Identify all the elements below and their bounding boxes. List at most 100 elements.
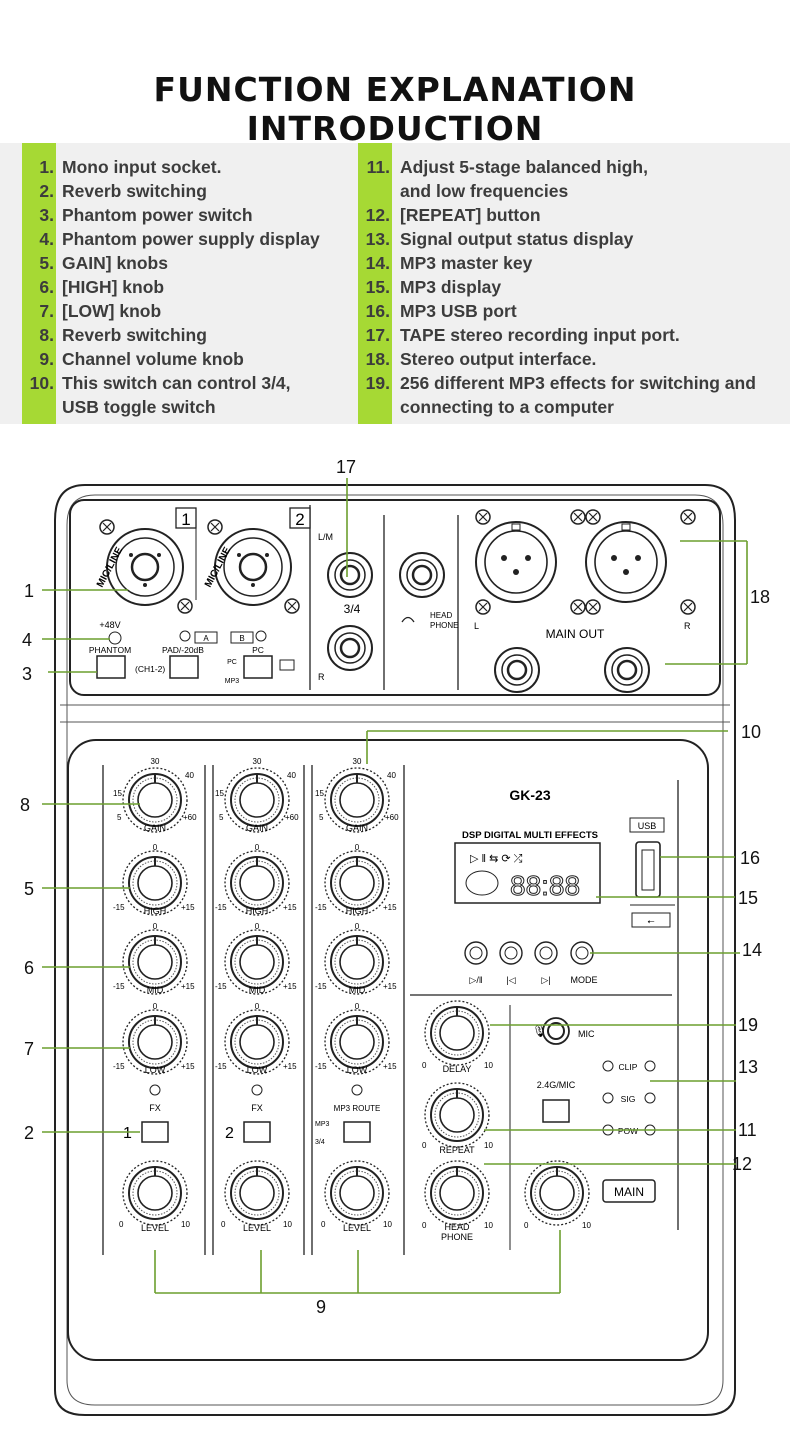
svg-text:3: 3 [22,664,32,684]
svg-text:14: 14 [742,940,762,960]
mp3-label: MP3 [315,1121,330,1128]
svg-text:(CH1-2): (CH1-2) [135,664,165,674]
scale-label: -15 [113,903,125,912]
scale-label: 15 [315,789,324,798]
legend-number-strip [22,143,56,424]
legend-number: 4. [39,229,54,249]
page-title: FUNCTION EXPLANATION INTRODUCTION [153,70,637,148]
scale-label: 0 [153,843,158,852]
knob-label: LEVEL [343,1223,371,1233]
svg-text:17: 17 [336,457,356,477]
knob-label: LOW [247,1065,268,1075]
scale-label: 0 [255,1002,260,1011]
svg-text:5: 5 [24,879,34,899]
pad-switch [169,655,199,679]
scale-label: 0 [355,1002,360,1011]
scale-label: 10 [283,1220,292,1229]
combo-input-ch1 [105,527,185,607]
scale-label: 10 [181,1220,190,1229]
scale-label: 0 [153,1002,158,1011]
legend-text: GAIN] knobs [62,253,168,273]
scale-label: -15 [113,1062,125,1071]
knob-label: HIGH [144,906,167,916]
scale-label: +60 [285,813,299,822]
legend-text: Channel volume knob [62,349,244,369]
scale-label: 5 [319,813,324,822]
scale-label: 10 [383,1220,392,1229]
svg-text:0: 0 [422,1061,427,1070]
legend-text: 256 different MP3 effects for switching … [400,373,756,393]
legend-number: 3. [39,205,54,225]
svg-text:HEAD: HEAD [444,1222,470,1232]
svg-text:MAIN: MAIN [614,1185,644,1199]
svg-text:13: 13 [738,1057,758,1077]
svg-text:+48V: +48V [99,620,120,630]
legend-text: MP3 master key [400,253,533,273]
svg-text:2.4G/MIC: 2.4G/MIC [537,1080,576,1090]
svg-text:🎙: 🎙 [532,1024,547,1038]
fx-label: FX [149,1103,161,1113]
fx-led [149,1084,161,1096]
scale-label: +15 [181,1062,195,1071]
fx-switch-ch2[interactable] [243,1121,271,1143]
svg-text:10: 10 [484,1221,493,1230]
scale-label: 0 [153,922,158,931]
legend-number: 13. [365,229,390,249]
scale-label: -15 [315,982,327,991]
knob-label: LOW [347,1065,368,1075]
svg-text:MIC: MIC [578,1029,595,1039]
headphone-jack [398,551,446,599]
mp3-route-switch[interactable] [343,1121,371,1143]
legend-text: Reverb switching [62,325,207,345]
scale-label: 0 [321,1220,326,1229]
scale-label: -15 [315,1062,327,1071]
svg-text:HEAD: HEAD [430,611,452,620]
main-out-jack-r [603,646,651,694]
svg-text:B: B [239,634,244,643]
svg-text:PHONE: PHONE [430,621,458,630]
scale-label: 0 [255,922,260,931]
legend-left [22,143,342,424]
mixer-diagram: 1 2 MIC/LINE MIC/LINE +48V PHANTOM (CH1-… [20,457,770,1416]
legend-number: 16. [365,301,390,321]
legend-number: 12. [365,205,390,225]
legend-right [358,143,768,424]
legend-text: USB toggle switch [62,397,216,417]
scale-label: -15 [215,903,227,912]
svg-text:DSP DIGITAL MULTI EFFECTS: DSP DIGITAL MULTI EFFECTS [462,830,598,841]
svg-text:L/M: L/M [318,532,333,542]
svg-text:10: 10 [484,1141,493,1150]
scale-label: 15 [215,789,224,798]
legend-number: 11. [366,157,390,177]
scale-label: -15 [215,982,227,991]
svg-text:PC: PC [252,645,264,655]
svg-text:GK-23: GK-23 [509,787,550,803]
scale-label: +15 [283,982,297,991]
legend-text: Phantom power switch [62,205,253,225]
svg-text:R: R [318,672,325,682]
svg-text:10: 10 [741,722,761,742]
legend-text: connecting to a computer [400,397,614,417]
legend-text: and low frequencies [400,181,569,201]
svg-text:1: 1 [24,581,34,601]
legend-number: 15. [365,277,390,297]
svg-text:18: 18 [750,587,770,607]
legend-text: MP3 display [400,277,502,297]
legend-number: 7. [39,301,54,321]
svg-text:MP3: MP3 [225,678,240,685]
svg-text:▷ ‖ ⇆ ⟳ ⤮: ▷ ‖ ⇆ ⟳ ⤮ [470,853,523,865]
svg-text:CLIP: CLIP [619,1062,638,1072]
svg-text:15: 15 [738,888,758,908]
knob-label: MID [349,985,366,995]
legend-text: [LOW] knob [62,301,162,321]
knob-label: GAIN [346,823,368,833]
fx-switch-ch1[interactable] [141,1121,169,1143]
legend-number: 6. [39,277,54,297]
main-out-jack-l [493,646,541,694]
svg-text:9: 9 [316,1297,326,1317]
svg-text:1: 1 [181,510,190,529]
scale-label: 40 [185,771,194,780]
legend-number: 18. [365,349,390,369]
svg-text:0: 0 [422,1221,427,1230]
svg-text:11: 11 [738,1120,757,1140]
